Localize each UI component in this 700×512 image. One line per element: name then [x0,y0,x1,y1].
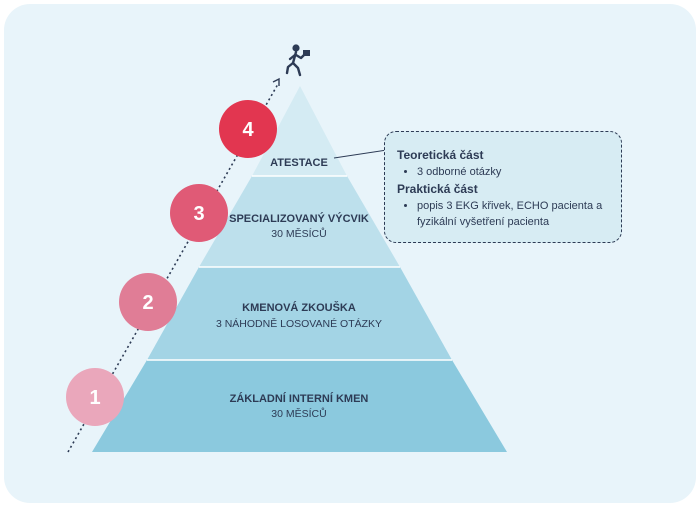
theory-item: 3 odborné otázky [417,164,609,180]
tier-2 [147,267,452,360]
theory-heading: Teoretická část [397,148,484,162]
callout-connector [333,149,388,159]
level-2-subtitle: 3 NÁHODNĚ LOSOVANÉ OTÁZKY [216,317,382,330]
badge-3-number: 3 [193,203,204,225]
level-1-subtitle: 30 MĚSÍCŮ [271,407,326,420]
badge-4: 4 [219,100,277,158]
practical-list: popis 3 EKG křivek, ECHO pacienta a fyzi… [397,198,609,230]
badge-2-number: 2 [142,292,153,314]
badge-1: 1 [66,368,124,426]
badge-2: 2 [119,273,177,331]
theory-list: 3 odborné otázky [397,164,609,180]
climb-path-arrow [272,77,280,86]
tier-1 [92,360,507,452]
running-person-with-briefcase-icon [285,44,310,77]
level-4-title: ATESTACE [270,157,328,169]
level-2-title: KMENOVÁ ZKOUŠKA [242,301,356,314]
level-3-subtitle: 30 MĚSÍCŮ [271,227,326,240]
badge-4-number: 4 [242,119,254,141]
practical-item: popis 3 EKG křivek, ECHO pacienta a fyzi… [417,198,609,230]
badge-1-number: 1 [89,387,100,409]
tier-4 [252,86,347,176]
badge-3: 3 [170,184,228,242]
tier-3 [199,176,400,267]
level-1-title: ZÁKLADNÍ INTERNÍ KMEN [230,392,369,405]
exam-details-callout: Teoretická část 3 odborné otázky Praktic… [384,131,622,243]
level-3-title: SPECIALIZOVANÝ VÝCVIK [229,212,369,225]
practical-heading: Praktická část [397,182,478,196]
